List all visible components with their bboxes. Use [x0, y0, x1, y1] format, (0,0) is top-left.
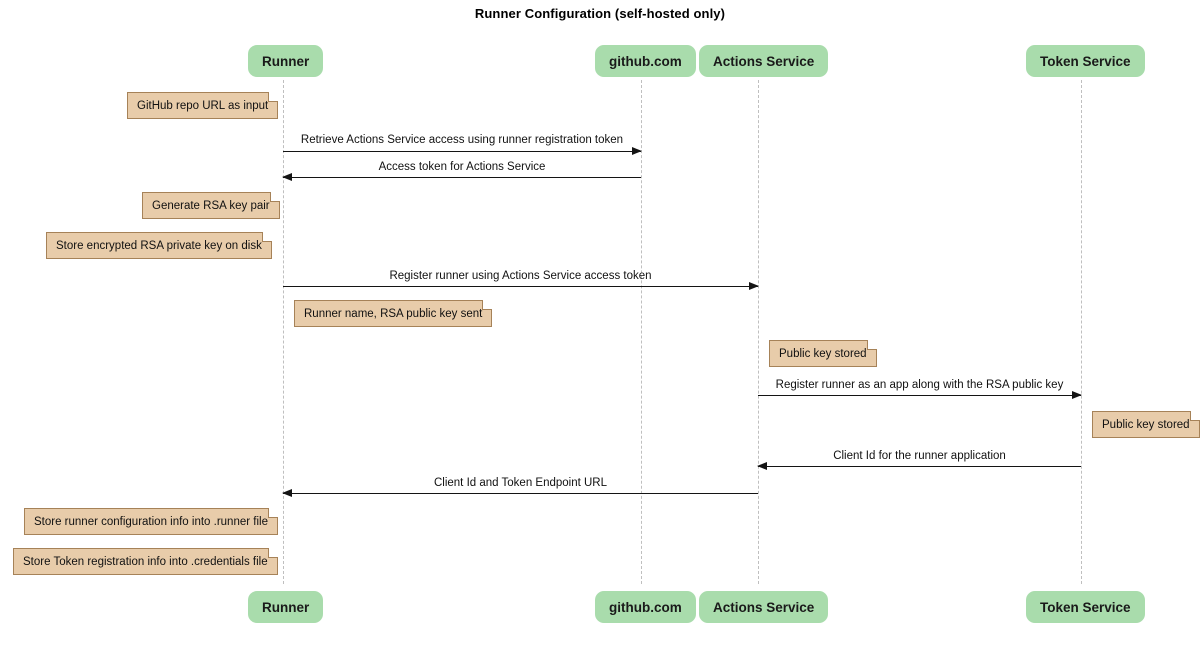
message-client-id-for-runner-app: [757, 461, 1081, 470]
participant-token-top[interactable]: Token Service: [1026, 45, 1145, 77]
message-access-token-for-actions: [282, 172, 641, 181]
note-text: Store runner configuration info into .ru…: [34, 515, 268, 528]
participant-token-bottom[interactable]: Token Service: [1026, 591, 1145, 623]
note-runner-name-rsa-public-key: Runner name, RSA public key sent: [294, 300, 493, 327]
message-register-runner-as-app: [758, 390, 1082, 399]
note-text: Generate RSA key pair: [152, 199, 270, 212]
lifeline-github: [641, 80, 643, 584]
note-store-token-registration: Store Token registration info into .cred…: [13, 548, 278, 575]
message-label-client-id-and-token-endpoint: Client Id and Token Endpoint URL: [433, 477, 608, 489]
note-github-repo-url: GitHub repo URL as input: [127, 92, 279, 119]
participant-label: Token Service: [1040, 53, 1131, 69]
lifeline-runner: [283, 80, 285, 584]
lifeline-actions: [758, 80, 760, 584]
participant-label: github.com: [609, 599, 682, 615]
arrow-head-right-icon: [749, 281, 759, 290]
participant-label: Token Service: [1040, 599, 1131, 615]
participant-actions-top[interactable]: Actions Service: [699, 45, 829, 77]
participant-label: Runner: [262, 53, 310, 69]
message-label-register-runner: Register runner using Actions Service ac…: [389, 270, 652, 282]
participant-github-top[interactable]: github.com: [595, 45, 696, 77]
message-label-access-token-for-actions: Access token for Actions Service: [378, 161, 546, 173]
participant-label: Runner: [262, 599, 310, 615]
arrow-head-right-icon: [632, 146, 642, 155]
note-public-key-stored-token: Public key stored: [1092, 411, 1200, 438]
arrow-head-right-icon: [1072, 390, 1082, 399]
message-retrieve-actions-access: [283, 146, 642, 155]
diagram-title: Runner Configuration (self-hosted only): [474, 6, 726, 21]
note-text: Store encrypted RSA private key on disk: [56, 239, 262, 252]
message-label-retrieve-actions-access: Retrieve Actions Service access using ru…: [300, 134, 624, 146]
participant-github-bottom[interactable]: github.com: [595, 591, 696, 623]
participant-label: Actions Service: [713, 53, 815, 69]
arrow-head-left-icon: [282, 488, 292, 497]
message-client-id-and-token-endpoint: [282, 488, 758, 497]
note-text: Runner name, RSA public key sent: [304, 307, 483, 320]
note-store-runner-configuration: Store runner configuration info into .ru…: [24, 508, 278, 535]
message-label-register-runner-as-app: Register runner as an app along with the…: [775, 379, 1064, 391]
note-store-encrypted-rsa-private-key: Store encrypted RSA private key on disk: [46, 232, 272, 259]
note-text: Public key stored: [779, 347, 867, 360]
note-text: Public key stored: [1102, 418, 1190, 431]
arrow-head-left-icon: [282, 172, 292, 181]
participant-actions-bottom[interactable]: Actions Service: [699, 591, 829, 623]
message-register-runner: [283, 281, 759, 290]
note-text: Store Token registration info into .cred…: [23, 555, 268, 568]
participant-label: Actions Service: [713, 599, 815, 615]
arrow-head-left-icon: [757, 461, 767, 470]
message-label-client-id-for-runner-app: Client Id for the runner application: [833, 450, 1006, 462]
participant-label: github.com: [609, 53, 682, 69]
participant-runner-top[interactable]: Runner: [248, 45, 324, 77]
note-public-key-stored-actions: Public key stored: [769, 340, 877, 367]
note-generate-rsa-key-pair: Generate RSA key pair: [142, 192, 280, 219]
lifeline-token: [1081, 80, 1083, 584]
note-text: GitHub repo URL as input: [137, 99, 269, 112]
participant-runner-bottom[interactable]: Runner: [248, 591, 324, 623]
